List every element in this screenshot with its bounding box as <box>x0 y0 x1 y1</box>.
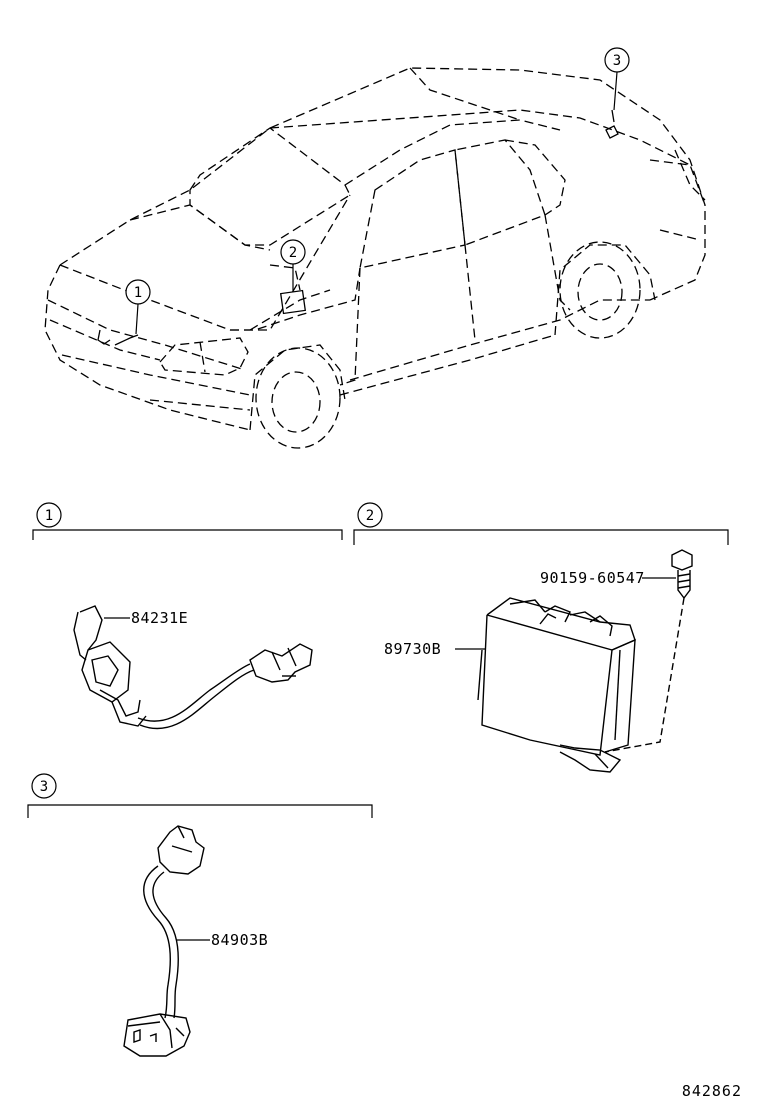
part-84903B-drawing[interactable] <box>123 825 205 1057</box>
part-84231E-drawing[interactable] <box>73 605 313 730</box>
section-3-header: 3 <box>27 773 373 818</box>
callout-number: 1 <box>134 285 142 301</box>
car-callout-3[interactable]: 3 <box>604 47 630 111</box>
part-number: 84231E <box>131 609 188 627</box>
part-number: 84903B <box>211 931 268 949</box>
car-outline <box>44 67 706 449</box>
callout-number: 3 <box>613 53 621 69</box>
section-number: 1 <box>45 508 53 524</box>
callout-number: 2 <box>289 245 297 261</box>
part-number: 90159-60547 <box>540 569 645 587</box>
diagram-id: 842862 <box>682 1082 742 1100</box>
part-84231E-label[interactable]: 84231E <box>104 609 188 627</box>
section-2-header: 2 <box>353 502 729 545</box>
section-1-header: 1 <box>32 502 343 540</box>
part-84903B-label[interactable]: 84903B <box>176 931 268 949</box>
car-callout-2[interactable]: 2 <box>280 239 306 292</box>
car-callout-1[interactable]: 1 <box>125 279 151 335</box>
car-part-markers <box>97 109 619 346</box>
part-90159-label[interactable]: 90159-60547 <box>540 569 676 587</box>
part-89730B-drawing[interactable] <box>477 597 636 773</box>
section-number: 3 <box>40 779 48 795</box>
section-number: 2 <box>366 508 374 524</box>
part-90159-drawing[interactable] <box>604 549 693 753</box>
part-number: 89730B <box>384 640 441 658</box>
part-89730B-label[interactable]: 89730B <box>384 640 485 658</box>
